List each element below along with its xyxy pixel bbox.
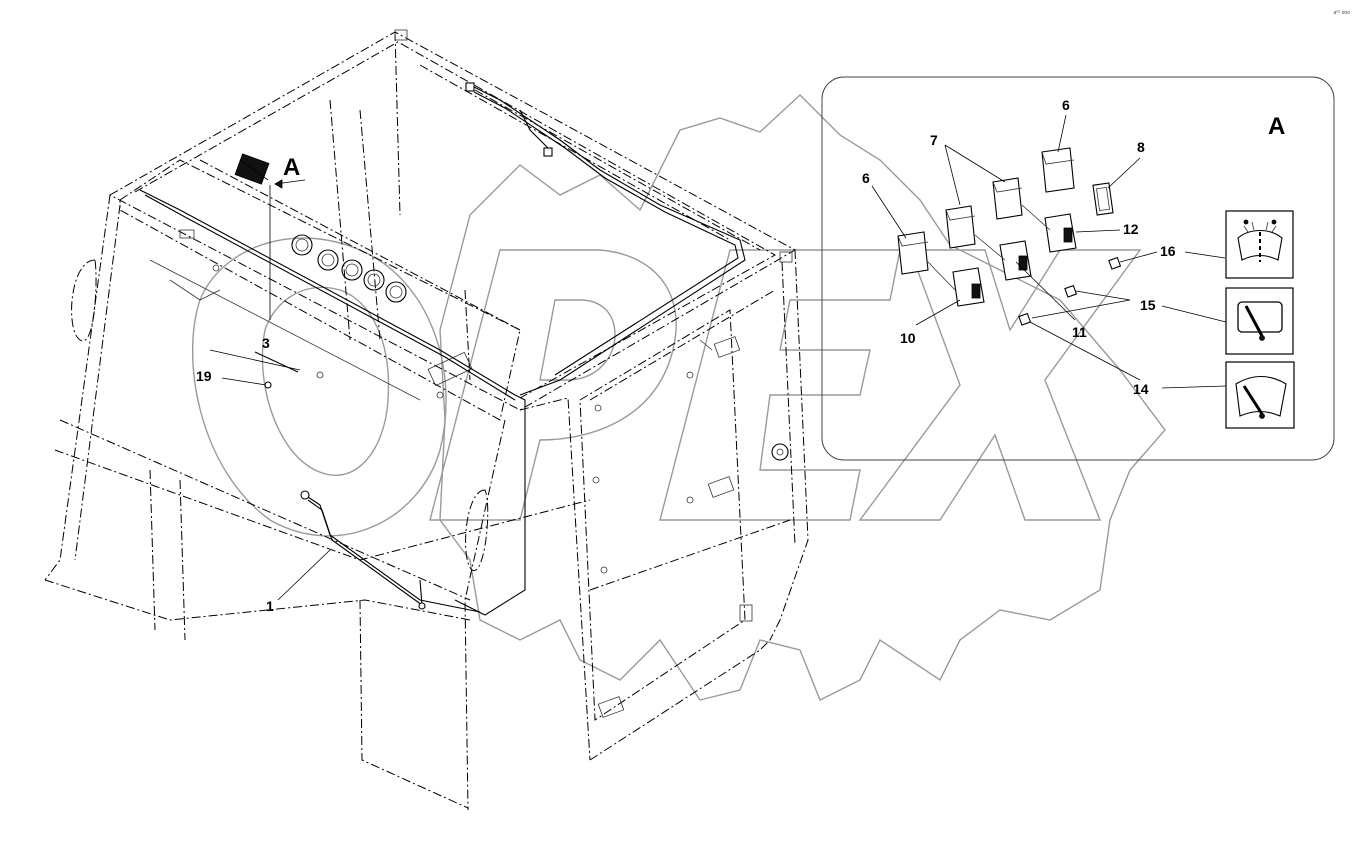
rocker-switch-11 <box>999 240 1032 281</box>
callout-8: 8 <box>1137 139 1145 155</box>
callout-16: 16 <box>1160 243 1176 259</box>
rear-wiper-symbol-icon <box>1225 287 1294 355</box>
switch-cover-6-left <box>897 231 929 275</box>
callout-15: 15 <box>1140 297 1156 313</box>
callout-12: 12 <box>1123 221 1139 237</box>
corner-code: a⁰⁰ ooo <box>1333 10 1350 16</box>
rocker-switch-12 <box>1044 213 1077 253</box>
callout-6-top: 6 <box>1062 97 1070 113</box>
detail-frame <box>821 76 1335 461</box>
callout-10: 10 <box>900 330 916 346</box>
rocker-switch-10 <box>952 267 985 307</box>
switch-cover-7-a <box>992 177 1023 220</box>
detail-title: A <box>1268 113 1285 140</box>
callout-1: 1 <box>266 598 274 614</box>
front-wiper-symbol-icon <box>1225 361 1295 429</box>
cab-frame <box>44 31 809 811</box>
blank-plate-8 <box>1092 182 1114 216</box>
switch-cover-6-top <box>1041 147 1075 193</box>
callout-7: 7 <box>930 132 938 148</box>
dashboard-panel <box>119 153 521 421</box>
callout-3: 3 <box>262 335 270 351</box>
symbol-lens-16 <box>1108 256 1122 270</box>
symbol-lens-15 <box>1064 284 1078 298</box>
detail-view-a: A <box>821 76 1335 461</box>
callout-14: 14 <box>1133 381 1149 397</box>
cab-hardware <box>394 29 793 718</box>
callout-11: 11 <box>1072 324 1087 340</box>
view-label-a: A <box>283 154 300 181</box>
wiper-washer-symbol-icon <box>1225 210 1294 279</box>
callout-19: 19 <box>196 368 212 384</box>
symbol-lens-14 <box>1018 312 1032 326</box>
wiring-harness <box>139 82 746 616</box>
callout-group-main: 3 19 1 A <box>196 154 331 614</box>
switch-cover-7-b <box>945 205 976 249</box>
callout-6-left: 6 <box>862 170 870 186</box>
